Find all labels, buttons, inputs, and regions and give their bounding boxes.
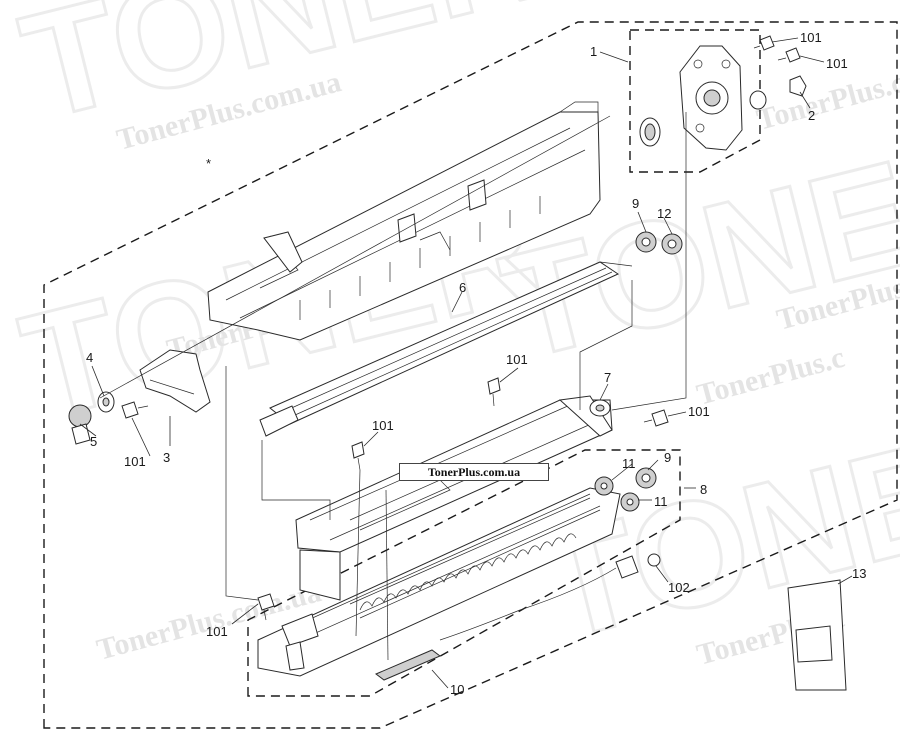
callout-101-top-a: 101: [800, 30, 822, 45]
callout-101-right: 101: [688, 404, 710, 419]
callout-9-upper: 9: [632, 196, 639, 211]
subassembly-1-boundary: [629, 29, 761, 173]
part-3-left-bracket: [139, 349, 211, 413]
callout-101-mid-b: 101: [372, 418, 394, 433]
part-1-side-bracket: [639, 45, 767, 151]
callout-12: 12: [657, 206, 671, 221]
auger-coil: [359, 533, 577, 611]
part-10-plate: [375, 649, 441, 681]
callout-2: 2: [808, 108, 815, 123]
callout-102: 102: [668, 580, 690, 595]
callout-4: 4: [86, 350, 93, 365]
screw-101-mid-b: [351, 441, 365, 471]
site-label: TonerPlus.com.ua: [399, 463, 549, 481]
callout-13: 13: [852, 566, 866, 581]
part-6-roller: [259, 261, 633, 437]
part-7-ring: [589, 399, 611, 417]
guide-lines: [99, 112, 687, 661]
callout-5: 5: [90, 434, 97, 449]
callout-8: 8: [700, 482, 707, 497]
callout-9-lower: 9: [664, 450, 671, 465]
callout-101-top-b: 101: [826, 56, 848, 71]
callout-1: 1: [590, 44, 597, 59]
screw-101-top-a: [753, 35, 775, 51]
gear-9-lower: [635, 467, 657, 489]
screw-101-bottom-left: [257, 593, 275, 621]
part-8-lower-assembly: [257, 487, 621, 677]
part-2-clip: [789, 75, 807, 97]
callout-101-bottom-left: 101: [206, 624, 228, 639]
callout-101-left: 101: [124, 454, 146, 469]
callout-11-a: 11: [622, 456, 636, 471]
part-102-sensor: [439, 553, 661, 641]
assembly-marker: *: [206, 156, 211, 171]
assembly-boundary: [43, 21, 898, 729]
subassembly-8-boundary: [247, 449, 681, 697]
watermark-site-4: TonerPlus.c: [693, 341, 848, 412]
screw-101-right: [643, 409, 669, 427]
callout-6: 6: [459, 280, 466, 295]
watermark-big-1: TONER: [7, 0, 554, 151]
upper-cover: [207, 101, 601, 341]
part-13-toner-bag: [787, 579, 847, 691]
gear-11-lower-a: [594, 476, 614, 496]
callout-101-mid-a: 101: [506, 352, 528, 367]
callout-7: 7: [604, 370, 611, 385]
callout-11-b: 11: [654, 494, 668, 509]
callout-10: 10: [450, 682, 464, 697]
screw-101-left: [121, 401, 149, 419]
callout-3: 3: [163, 450, 170, 465]
watermark-site-5: TonerPlus.c: [753, 66, 900, 137]
gear-12-upper: [661, 233, 683, 255]
callout-leaders: [79, 37, 853, 689]
gear-9-upper: [635, 231, 657, 253]
part-4-bushing: [97, 391, 115, 413]
gear-11-lower-b: [620, 492, 640, 512]
callout-labels: 1 2 3 4 5 6 7 8 9 9 10 11 11 12 13 101 1…: [86, 30, 866, 697]
screw-101-top-b: [777, 47, 801, 63]
screw-101-mid-a: [487, 377, 501, 407]
